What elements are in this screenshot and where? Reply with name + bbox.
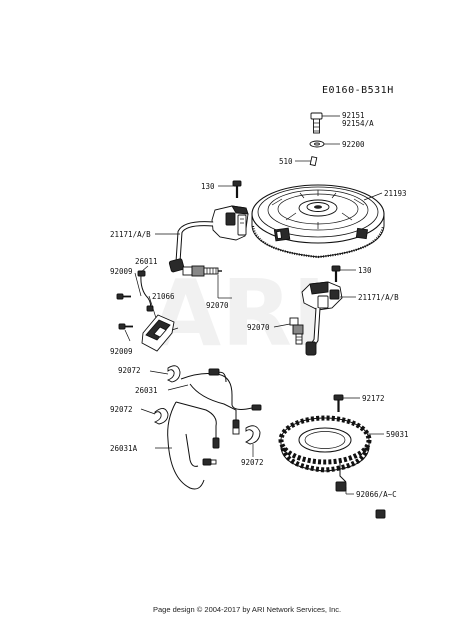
bolt-130-lower [331,265,341,282]
ari-watermark: ARI [150,260,326,367]
label-92009-upper: 92009 [110,267,133,276]
washer-92200 [309,140,325,148]
bolt-92151 [310,112,323,134]
harness-26031a [167,401,220,490]
leader-lines [124,115,384,495]
label-92072-c: 92072 [241,458,264,467]
diagram-code: E0160-B531H [322,85,394,96]
label-92009-lower: 92009 [110,347,133,356]
label-21171-lower: 21171/A/B [358,293,399,302]
label-92151: 92151 [342,111,365,120]
ignition-coil-21171-upper [168,205,249,273]
clip-92072-c [244,425,261,445]
label-92200: 92200 [342,140,365,149]
nut-92066 [375,509,386,519]
spark-plug-92070-lower [289,317,304,345]
label-92070-lower: 92070 [247,323,270,332]
label-21066: 21066 [152,292,175,301]
label-510: 510 [279,157,293,166]
key-510 [309,156,318,167]
spark-plug-92070-upper [182,265,222,277]
label-92072-b: 92072 [110,405,133,414]
module-21066 [141,314,179,352]
clip-92072-a [166,365,181,383]
label-92066: 92066/A~C [356,490,397,499]
label-26011: 26011 [135,257,158,266]
screw-92009-lower [118,323,133,330]
flywheel-21193 [251,184,385,259]
copyright-footer: Page design © 2004-2017 by ARI Network S… [153,605,341,614]
label-130-lower: 130 [358,266,372,275]
bolt-130-upper [232,180,242,198]
label-92070-upper: 92070 [206,301,229,310]
label-21171-upper: 21171/A/B [110,230,151,239]
label-92172: 92172 [362,394,385,403]
screw-92009-upper [116,293,131,300]
label-92072-a: 92072 [118,366,141,375]
screw-92172 [333,394,344,412]
label-130-upper: 130 [201,182,215,191]
clip-92072-b [153,408,169,425]
label-26031a: 26031A [110,444,138,453]
label-59031: 59031 [386,430,409,439]
label-92154a: 92154/A [342,119,374,128]
label-21193: 21193 [384,189,407,198]
stator-59031 [278,415,372,492]
label-26031: 26031 [135,386,158,395]
harness-26031 [180,368,262,435]
ignition-coil-21171-lower [301,281,343,356]
